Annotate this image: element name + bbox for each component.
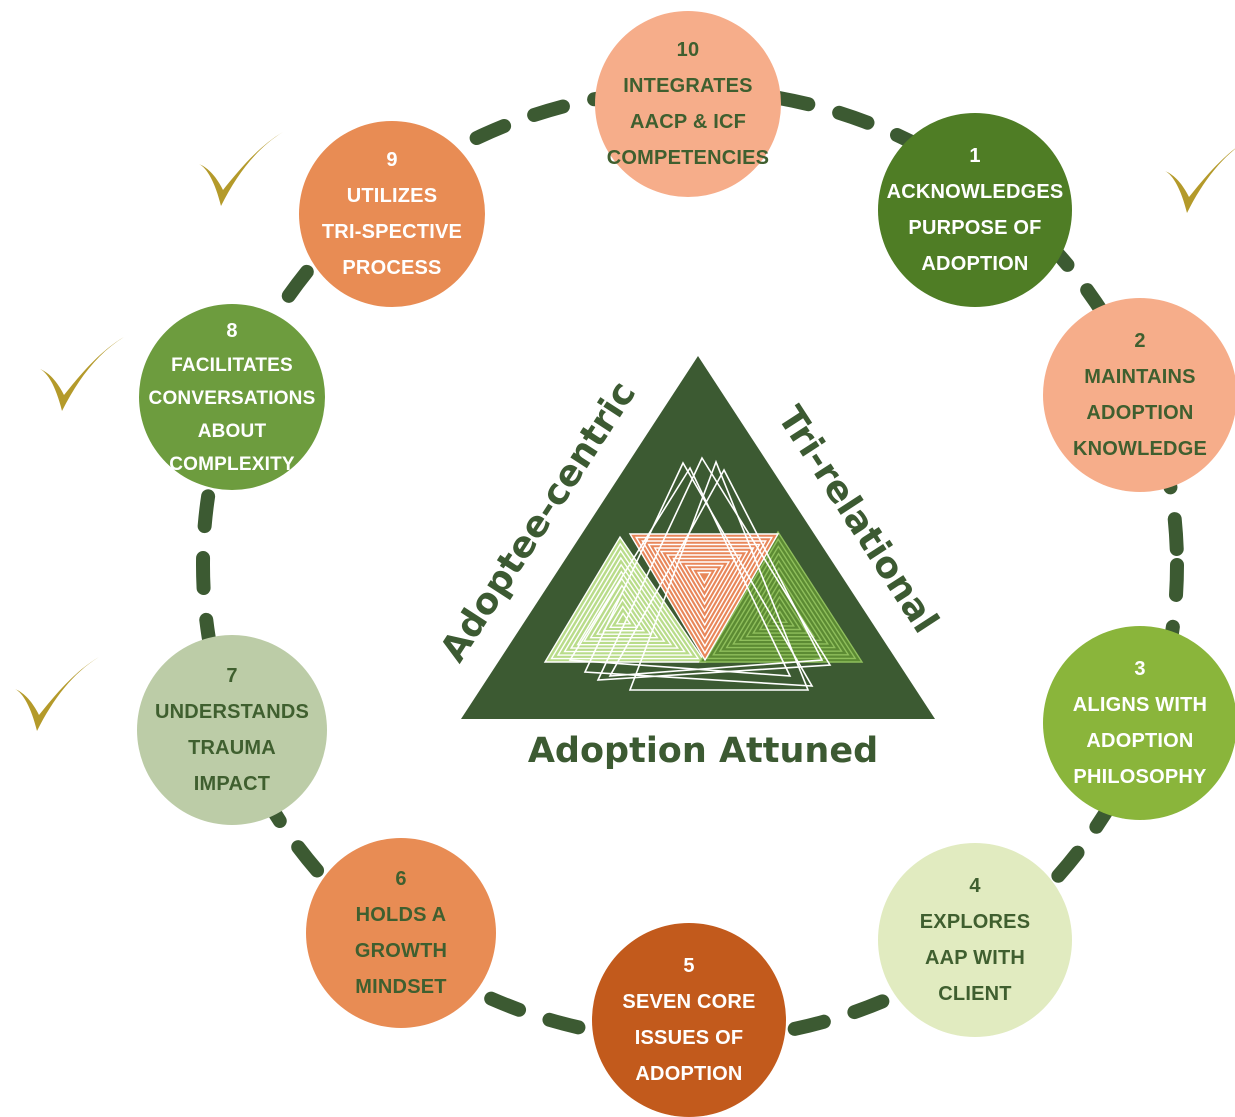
light-green-pattern-triangle xyxy=(582,577,666,642)
dark-green-pattern-triangle xyxy=(752,588,809,634)
competency-number: 10 xyxy=(676,39,700,61)
competency-label-line: PURPOSE OF xyxy=(908,217,1042,239)
competency-label-line: MINDSET xyxy=(355,976,447,998)
competency-label-line: UNDERSTANDS xyxy=(154,701,310,723)
orange-pattern-triangle xyxy=(672,557,737,613)
competency-label-line: ADOPTION xyxy=(635,1063,743,1085)
competency-number: 4 xyxy=(969,875,981,897)
competency-label-line: MAINTAINS xyxy=(1084,366,1196,388)
light-green-pattern-triangle xyxy=(550,542,700,660)
outline-triangle xyxy=(583,461,814,687)
competency-label-line: AAP WITH xyxy=(924,947,1026,969)
outline-triangle xyxy=(628,459,810,691)
competency-label-line: ADOPTION xyxy=(1086,402,1194,424)
triangle-pattern xyxy=(543,456,864,691)
checkmark-icon xyxy=(40,337,124,411)
dark-green-pattern-triangle xyxy=(738,574,823,642)
competency-label-line: FACILITATES xyxy=(171,355,293,376)
competency-label-line: AACP & ICF xyxy=(629,111,747,133)
orange-pattern-triangle xyxy=(665,554,743,620)
competency-label-line: ADOPTION xyxy=(1086,730,1194,752)
orange-pattern-triangle xyxy=(696,571,712,585)
competency-label-line: ABOUT xyxy=(197,421,267,442)
competency-number: 3 xyxy=(1134,658,1146,680)
light-green-pattern-triangle xyxy=(556,549,693,656)
competency-label-line: TRI-SPECTIVE xyxy=(321,221,463,243)
orange-pattern-triangle xyxy=(684,564,724,599)
orange-pattern-triangle xyxy=(653,547,755,634)
outline-triangle xyxy=(608,468,824,677)
dark-green-pattern-triangle xyxy=(765,602,795,627)
light-green-pattern-triangle xyxy=(543,535,707,663)
competency-label-line: ISSUES OF xyxy=(634,1027,744,1049)
checkmark-icon xyxy=(1165,148,1235,213)
outline-triangle xyxy=(568,466,792,677)
orange-pattern-triangle xyxy=(659,550,749,627)
adoption-attuned-label: Adoption Attuned xyxy=(528,731,878,771)
competency-label-line: PROCESS xyxy=(342,257,442,279)
competency-number: 5 xyxy=(683,955,695,977)
competency-label-line: INTEGRATES xyxy=(623,75,753,97)
competency-label-line: ALIGNS WITH xyxy=(1072,694,1208,716)
competency-label-line: GROWTH xyxy=(354,940,448,962)
light-green-pattern-triangle xyxy=(569,563,680,649)
light-green-pattern-triangle xyxy=(576,570,673,646)
competency-label-line: EXPLORES xyxy=(919,911,1031,933)
competency-number: 2 xyxy=(1134,330,1146,352)
competency-number: 6 xyxy=(395,868,407,890)
competency-number: 7 xyxy=(226,665,238,687)
competency-label-line: ADOPTION xyxy=(921,253,1029,275)
competency-number: 8 xyxy=(226,320,238,342)
orange-pattern-triangle xyxy=(641,540,767,648)
checkmark-icon xyxy=(199,132,283,206)
dark-green-pattern-triangle xyxy=(712,545,850,656)
competency-label-line: SEVEN CORE xyxy=(622,991,756,1013)
competency-label-line: HOLDS A xyxy=(355,904,447,926)
orange-pattern-triangle xyxy=(647,543,761,641)
outline-triangle xyxy=(596,456,832,681)
competency-label-line: IMPACT xyxy=(193,773,271,795)
competency-label-line: CONVERSATIONS xyxy=(148,388,316,409)
competency-label-line: COMPETENCIES xyxy=(606,147,770,169)
competency-label-line: ACKNOWLEDGES xyxy=(886,181,1064,203)
orange-pattern-triangle xyxy=(634,536,774,655)
competency-number: 1 xyxy=(969,145,981,167)
dark-green-pattern-triangle xyxy=(725,559,836,649)
light-green-pattern-triangle xyxy=(609,605,639,628)
dark-green-pattern-triangle xyxy=(718,552,843,652)
competency-label-line: KNOWLEDGE xyxy=(1072,438,1208,460)
light-green-pattern-triangle xyxy=(589,584,659,639)
light-green-pattern-triangle xyxy=(602,598,646,632)
light-green-pattern-triangle xyxy=(563,556,686,653)
competency-number: 9 xyxy=(386,149,398,171)
checkmark-icon xyxy=(15,657,99,731)
competency-label-line: TRAUMA xyxy=(188,737,276,759)
competency-label-line: PHILOSOPHY xyxy=(1073,766,1207,788)
competency-label-line: UTILIZES xyxy=(346,185,438,207)
competency-label-line: COMPLEXITY xyxy=(169,454,295,475)
orange-pattern-triangle xyxy=(678,561,731,606)
orange-pattern-triangle xyxy=(690,568,718,592)
competency-label-line: CLIENT xyxy=(938,983,1012,1005)
light-green-pattern-triangle xyxy=(595,591,652,635)
